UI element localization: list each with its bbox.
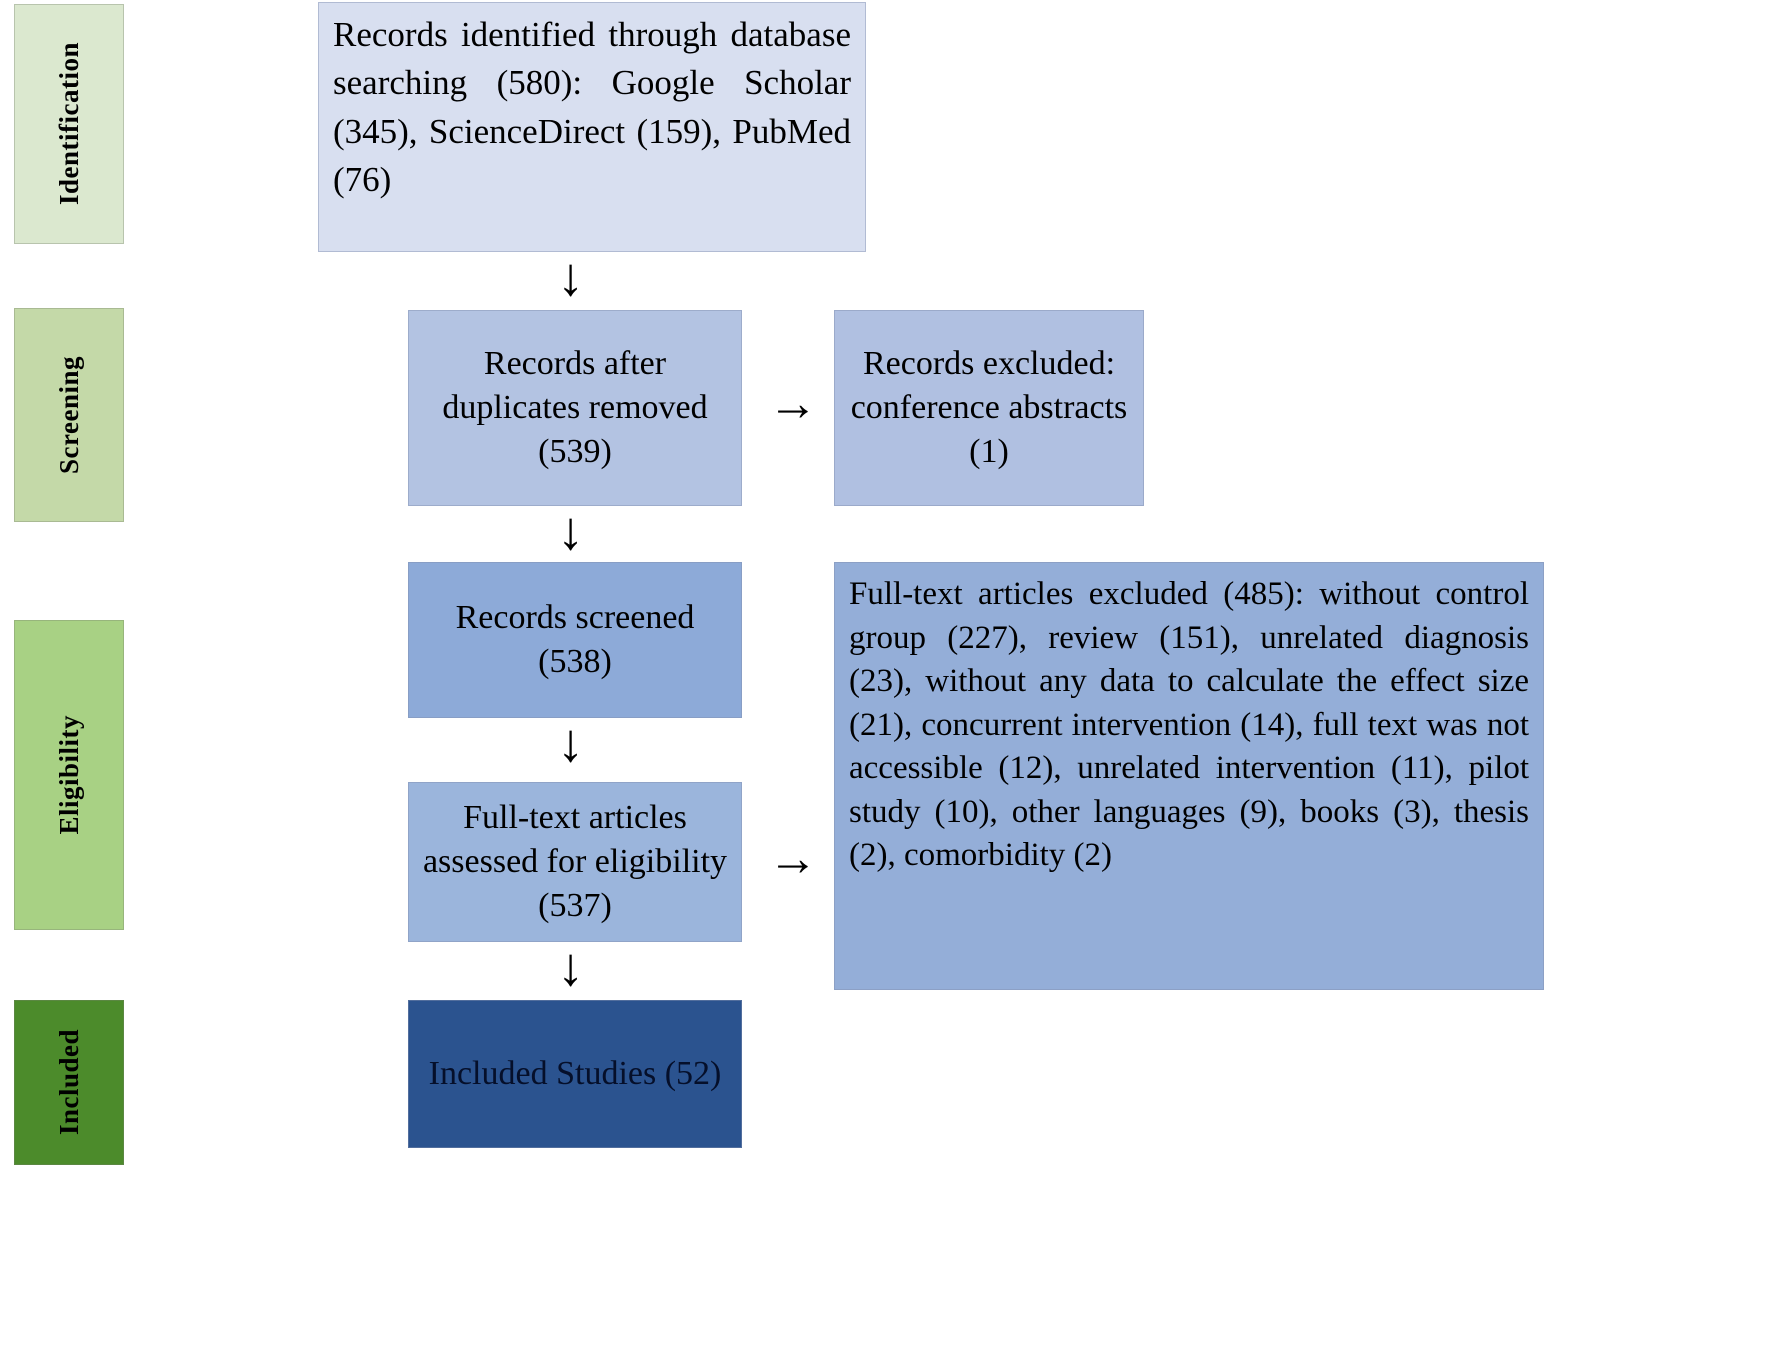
box-records-after-duplicates-removed: Records after duplicates removed (539) <box>408 310 742 506</box>
box-records-identified: Records identified through database sear… <box>318 2 866 252</box>
arrow-down-icon-assessed-to-included: ↓ <box>557 937 584 997</box>
box-records-screened: Records screened (538) <box>408 562 742 718</box>
stage-label-identification: Identification <box>14 4 124 244</box>
box-fulltext-articles-excluded: Full-text articles excluded (485): witho… <box>834 562 1544 990</box>
arrow-down-icon-duplicates-to-screened: ↓ <box>557 501 584 561</box>
box-records-after-duplicates-removed-text: Records after duplicates removed (539) <box>442 344 708 471</box>
box-records-excluded: Records excluded: conference abstracts (… <box>834 310 1144 506</box>
stage-label-included: Included <box>14 1000 124 1165</box>
arrow-down-icon-screened-to-assessed: ↓ <box>557 713 584 773</box>
arrow-down-icon-identified-to-duplicates: ↓ <box>557 247 584 307</box>
stage-label-eligibility: Eligibility <box>14 620 124 930</box>
box-fulltext-articles-excluded-text: Full-text articles excluded (485): witho… <box>849 576 1529 874</box>
box-records-excluded-text: Records excluded: conference abstracts (… <box>850 344 1128 471</box>
box-fulltext-articles-assessed-text: Full-text articles assessed for eligibil… <box>422 798 728 925</box>
box-included-studies-text: Included Studies (52) <box>428 1054 722 1092</box>
box-records-identified-text: Records identified through database sear… <box>333 15 851 199</box>
stage-label-identification-text: Identification <box>53 42 84 206</box>
stage-label-included-text: Included <box>53 1029 84 1136</box>
arrow-right-icon-duplicates-to-excluded: → <box>768 375 818 431</box>
box-fulltext-articles-assessed: Full-text articles assessed for eligibil… <box>408 782 742 942</box>
arrow-right-icon-assessed-to-fulltext-excluded: → <box>768 830 818 886</box>
stage-label-screening: Screening <box>14 308 124 522</box>
stage-label-eligibility-text: Eligibility <box>53 715 84 835</box>
stage-label-screening-text: Screening <box>53 356 84 474</box>
box-included-studies: Included Studies (52) <box>408 1000 742 1148</box>
box-records-screened-text: Records screened (538) <box>455 598 695 680</box>
